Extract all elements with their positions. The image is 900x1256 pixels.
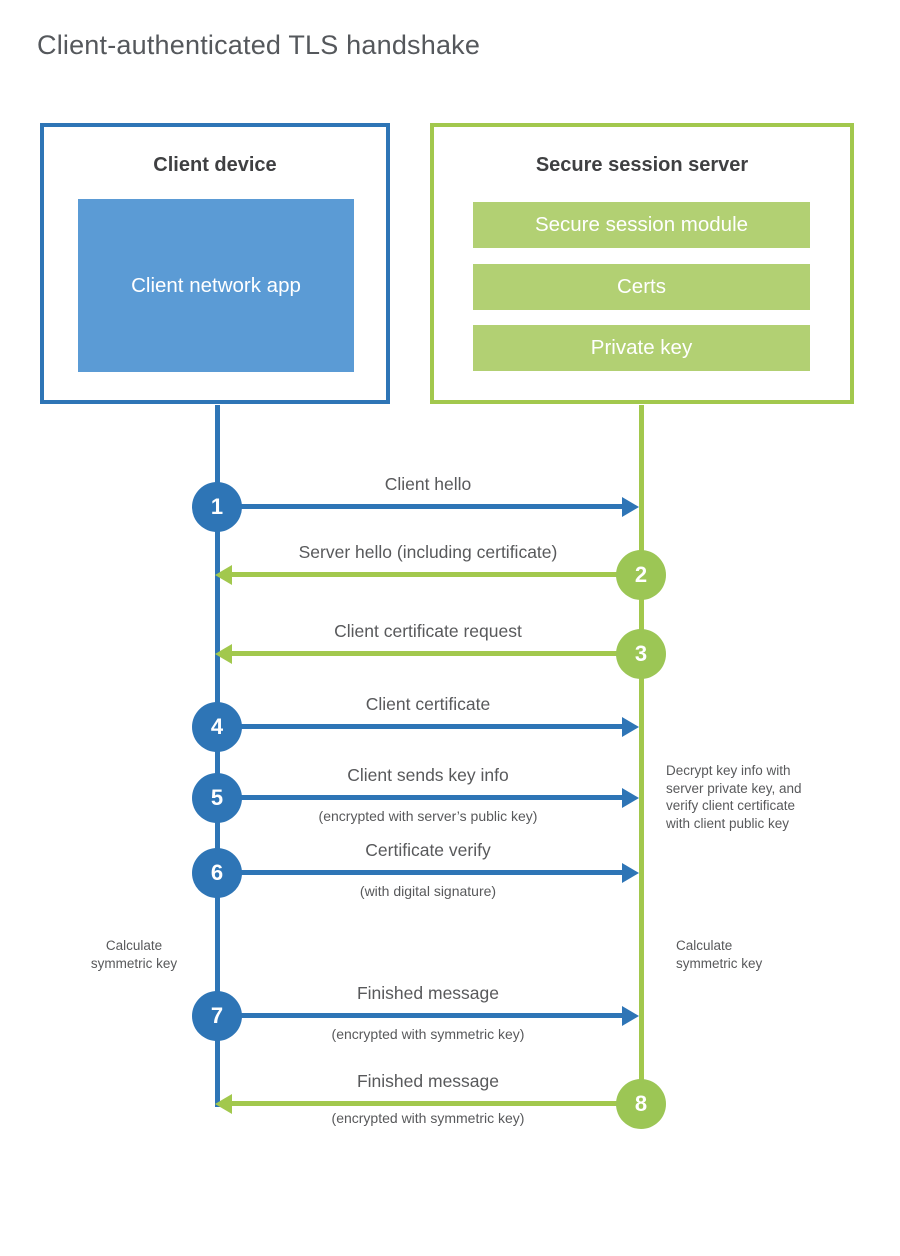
note-decrypt-key-info: Decrypt key info with server private key… [666,763,802,831]
note-calculate-symmetric-key-client: Calculate symmetric key [90,938,178,971]
server-module-certs: Certs [473,264,810,310]
server-lifeline [639,405,644,1104]
server-module-private-key: Private key [473,325,810,371]
message-label-8: Finished message [356,1071,500,1091]
arrow-client-hello [220,504,622,509]
message-label-1: Client hello [384,474,472,494]
arrowhead-certificate-verify [622,863,639,883]
message-label-5: Client sends key info [347,765,509,785]
step-badge-8: 8 [616,1079,666,1129]
message-label-7: Finished message [356,983,500,1003]
arrow-client-cert-request [232,651,639,656]
step-badge-7: 7 [192,991,242,1041]
arrow-server-hello [232,572,639,577]
arrow-client-key-info [220,795,622,800]
arrow-certificate-verify [220,870,622,875]
server-module-secure-session: Secure session module [473,202,810,248]
step-badge-5: 5 [192,773,242,823]
step-badge-1: 1 [192,482,242,532]
message-sublabel-5: (encrypted with server’s public key) [318,808,538,824]
arrowhead-client-cert-request [215,644,232,664]
message-sublabel-7: (encrypted with symmetric key) [331,1026,525,1042]
step-badge-3: 3 [616,629,666,679]
message-sublabel-6: (with digital signature) [359,883,497,899]
client-network-app-box: Client network app [78,199,354,372]
arrowhead-client-key-info [622,788,639,808]
arrowhead-client-certificate [622,717,639,737]
step-badge-6: 6 [192,848,242,898]
arrowhead-client-hello [622,497,639,517]
message-label-6: Certificate verify [365,840,491,860]
step-badge-4: 4 [192,702,242,752]
arrowhead-finished-client [622,1006,639,1026]
arrowhead-finished-server [215,1094,232,1114]
secure-session-server-title: Secure session server [535,154,749,176]
client-device-title: Client device [153,154,277,176]
message-label-3: Client certificate request [334,621,522,641]
client-lifeline [215,405,220,1107]
step-badge-2: 2 [616,550,666,600]
arrowhead-server-hello [215,565,232,585]
message-label-2: Server hello (including certificate) [298,542,558,562]
message-label-4: Client certificate [365,694,491,714]
arrow-finished-client [220,1013,622,1018]
arrow-finished-server [232,1101,639,1106]
message-sublabel-8: (encrypted with symmetric key) [331,1110,525,1126]
page-title: Client-authenticated TLS handshake [37,30,481,60]
arrow-client-certificate [220,724,622,729]
note-calculate-symmetric-key-server: Calculate symmetric key [676,938,763,971]
